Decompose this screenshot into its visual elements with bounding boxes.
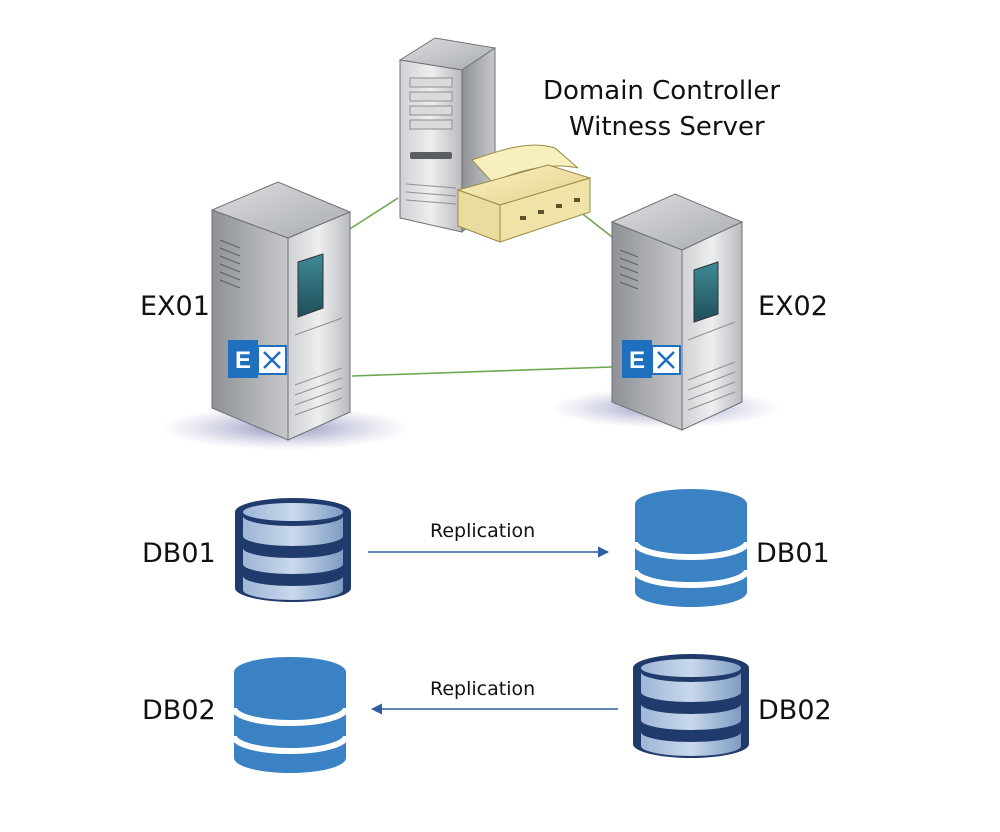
witness-server-label: Witness Server [569,112,765,142]
replication-label-top: Replication [430,520,536,542]
witness-file-share-icon [456,144,592,243]
domain-controller-label: Domain Controller [543,76,781,106]
db02-right-label: DB02 [758,695,832,726]
domain-controller-server-icon [398,37,497,234]
link-ex01-ex02 [351,366,613,377]
exchange-icon: E [228,340,287,378]
svg-text:E: E [629,347,645,374]
db02-active-database-icon [633,654,749,758]
svg-text:E: E [235,347,251,374]
ex02-server-icon [550,193,780,431]
db02-left-label: DB02 [142,695,216,726]
db01-left-label: DB01 [142,538,216,569]
db01-active-database-icon [235,498,351,602]
db02-passive-database-icon [231,657,349,773]
replication-label-bottom: Replication [430,678,536,700]
link-ex01-dc [344,197,399,233]
ex01-label: EX01 [140,291,210,322]
db01-passive-database-icon [632,489,750,607]
db01-right-label: DB01 [756,538,830,569]
ex02-label: EX02 [758,291,828,322]
exchange-icon: E [622,340,681,378]
ex01-server-icon [160,181,410,450]
